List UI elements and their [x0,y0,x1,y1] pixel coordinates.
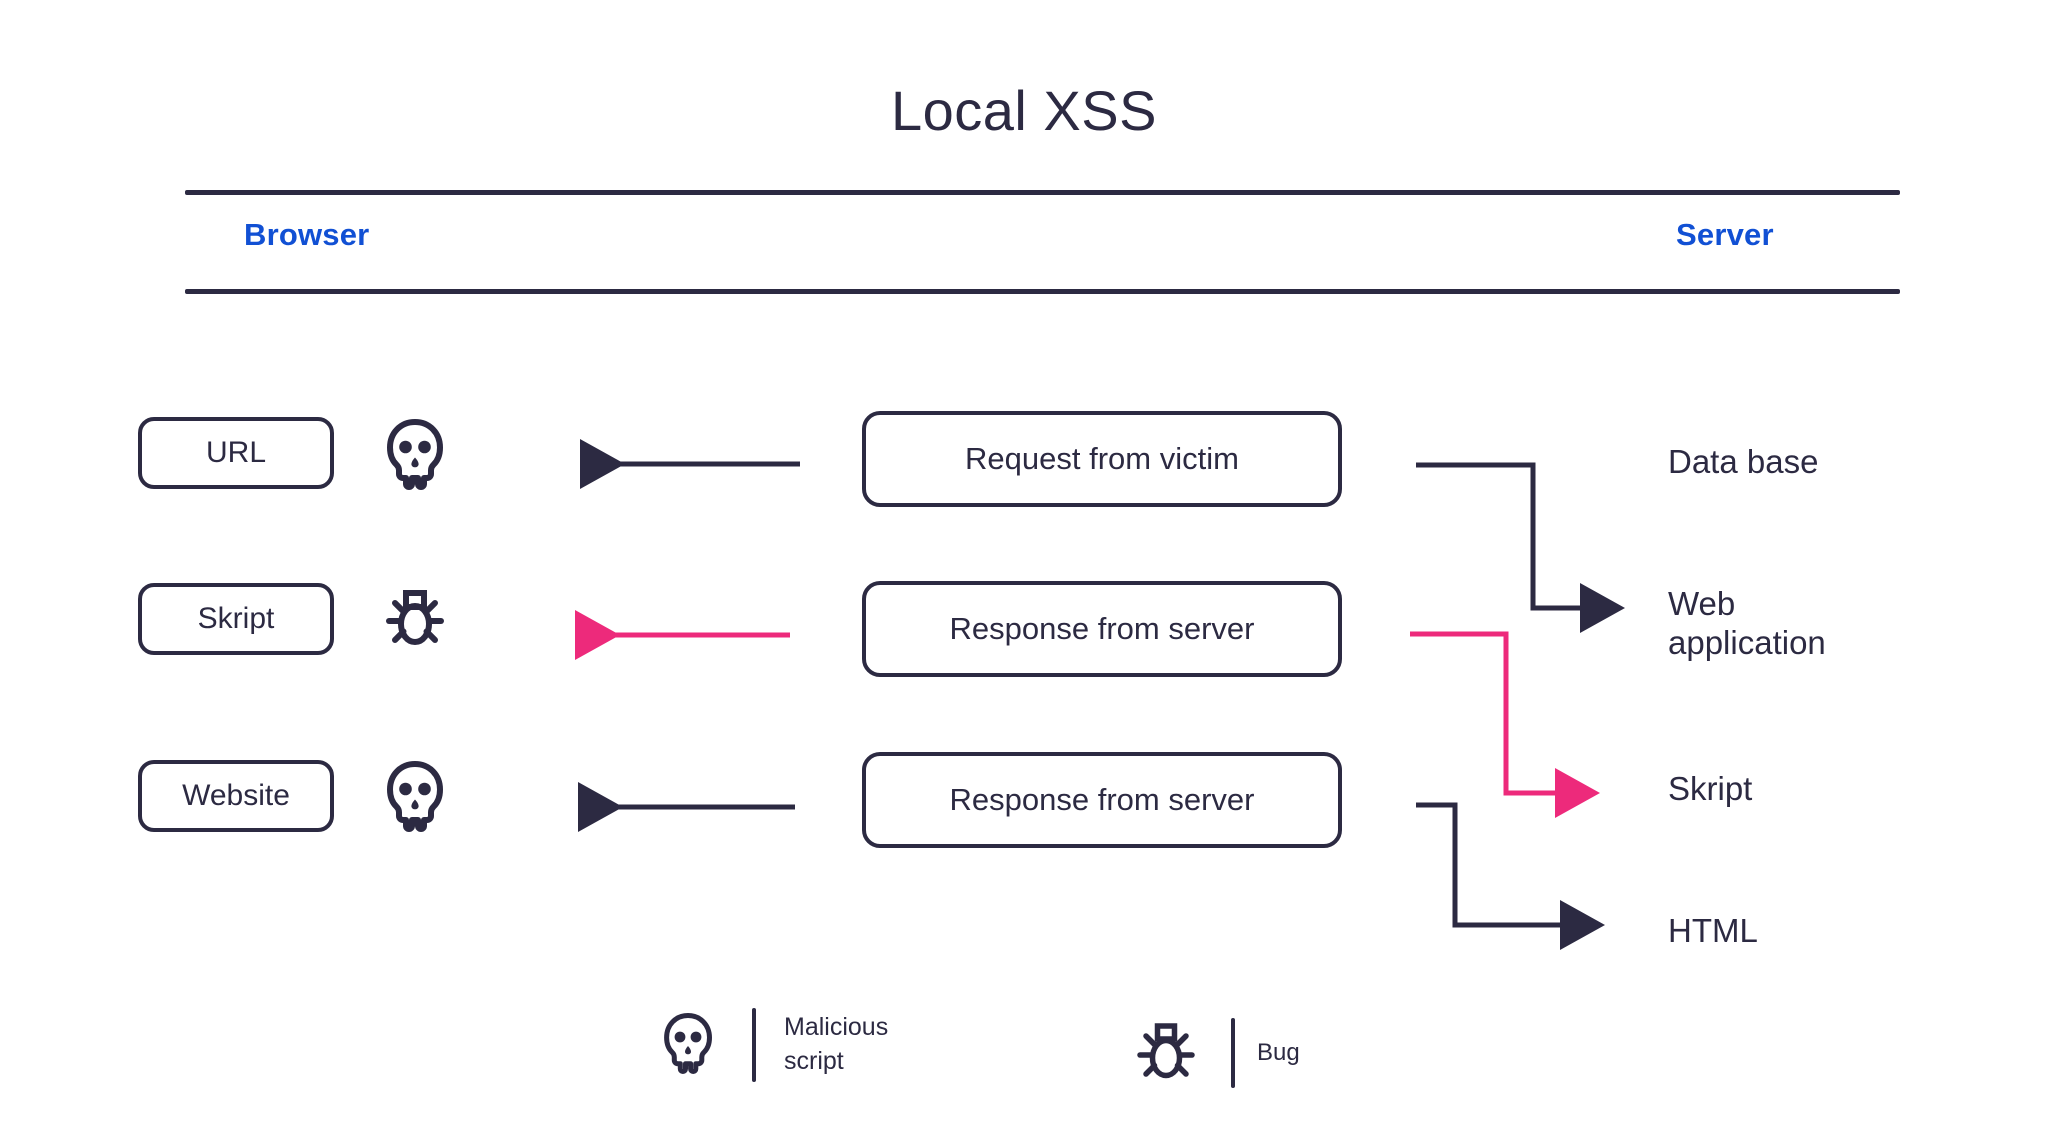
browser-item-website[interactable]: Website [138,760,334,832]
server-item-html: HTML [1668,912,1758,949]
browser-item-skript[interactable]: Skript [138,583,334,655]
connector-response-to-html [1416,802,1605,950]
server-item-web-application: Web application [1668,585,1826,661]
server-item-skript: Skript [1668,770,1753,807]
message-box-response-from-server[interactable]: Response from server [862,581,1342,677]
legend-label-bug: Bug [1257,1038,1300,1066]
column-header-server: Server [1676,217,1774,252]
legend-item-malicious-script: Malicious script [660,995,888,1095]
page-title: Local XSS [891,79,1157,142]
legend-label-malicious-script: Malicious script [784,1013,889,1075]
bug-icon [382,583,448,655]
server-item-data-base: Data base [1668,443,1819,480]
message-box-request-from-victim[interactable]: Request from victim [862,411,1342,507]
skull-icon [382,760,448,832]
connector-request-to-web-application [1416,462,1625,633]
legend-divider [752,1008,756,1082]
skull-icon [382,418,448,490]
connector-response-to-skript [1410,631,1600,818]
skull-icon [660,1012,716,1078]
header-rule-bottom [185,289,1900,294]
header-rule-top [185,190,1900,195]
message-box-response-from-server[interactable]: Response from server [862,752,1342,848]
column-header-browser: Browser [244,217,370,252]
legend-divider [1231,1018,1235,1088]
bug-icon [1135,1018,1197,1088]
legend: Malicious script Bug [660,995,1420,1105]
browser-item-url[interactable]: URL [138,417,334,489]
legend-item-bug: Bug [1135,1003,1300,1103]
